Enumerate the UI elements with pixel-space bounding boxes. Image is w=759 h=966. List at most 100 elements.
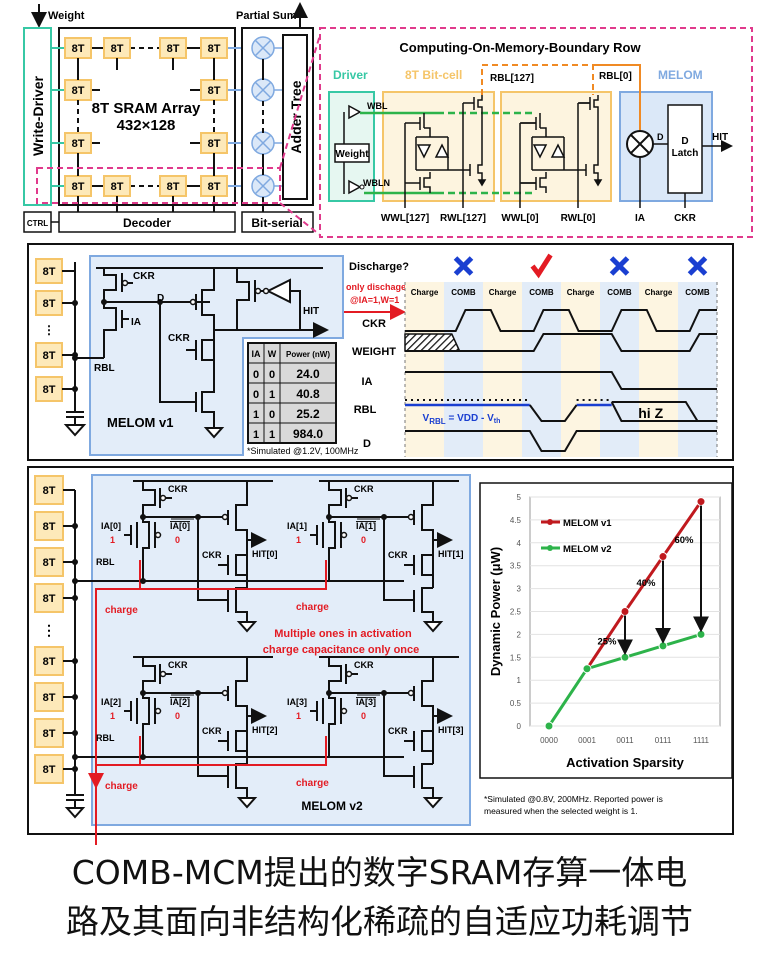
- table-cell: 40.8: [296, 387, 320, 401]
- y-tick-label: 0: [517, 722, 522, 731]
- cross-icon: [687, 256, 708, 276]
- comb-row-title: Computing-On-Memory-Boundary Row: [399, 40, 641, 55]
- rbl0-label: RBL[0]: [599, 71, 632, 82]
- bitcell-0-transistors: [521, 95, 603, 193]
- ia-value: 1: [296, 711, 301, 721]
- 8t-cell-label: 8T: [208, 85, 221, 97]
- melom-v1-label: MELOM v1: [107, 415, 173, 430]
- rwl127-label: RWL[127]: [440, 213, 486, 224]
- cross-icon: [609, 256, 630, 276]
- decoder-label: Decoder: [123, 216, 171, 230]
- v1-ia-label: IA: [131, 317, 141, 328]
- y-tick-label: 3: [517, 585, 522, 594]
- table-cell: 0: [253, 369, 259, 381]
- phase-label: Charge: [411, 288, 439, 297]
- ia-bar-label: IA[1]: [356, 521, 376, 531]
- figure-caption: COMB-MCM提出的数字SRAM存算一体电 路及其面向非结构化稀疏的自适应功耗…: [0, 848, 759, 946]
- 8t-cell: [34, 754, 64, 784]
- phase-band: [561, 282, 600, 457]
- 8t-cell-label: 8T: [43, 764, 56, 776]
- phase-band: [522, 282, 561, 457]
- junction-dot: [72, 355, 78, 361]
- ckr-label: CKR: [202, 726, 222, 736]
- hit-label: HIT: [712, 132, 728, 143]
- v1-sim-note: *Simulated @1.2V, 100MHz: [247, 446, 359, 456]
- 8t-cell-label: 8T: [208, 181, 221, 193]
- y-tick-label: 5: [517, 493, 522, 502]
- data-point: [582, 664, 592, 674]
- 8t-cell-label: 8T: [111, 181, 124, 193]
- phase-label: COMB: [529, 288, 554, 297]
- y-tick-label: 3.5: [510, 562, 522, 571]
- ian-value: 0: [175, 711, 180, 721]
- x-tick-label: 0111: [655, 736, 672, 745]
- ground-icon: [236, 797, 258, 809]
- 8t-cell-label: 8T: [43, 521, 56, 533]
- y-tick-label: 2.5: [510, 608, 522, 617]
- reduction-label: 40%: [636, 578, 656, 589]
- charge-label: charge: [105, 781, 138, 792]
- y-tick-label: 4.5: [510, 516, 522, 525]
- table-cell: 1: [253, 429, 259, 441]
- selected-row-highlight: [36, 167, 281, 204]
- table-header: W: [268, 349, 277, 359]
- weight-hatch: [404, 333, 461, 352]
- discharge-question: Discharge?: [349, 261, 409, 273]
- partial-sum-label: Partial Sum: [236, 10, 297, 22]
- 8t-cell: [34, 682, 64, 712]
- array-size: 432×128: [117, 117, 176, 134]
- charge-label: charge: [105, 605, 138, 616]
- signal-label: IA: [362, 376, 373, 388]
- ground-icon: [422, 797, 444, 809]
- rbl-waveform: [528, 404, 578, 422]
- ckr-waveform: [405, 309, 717, 332]
- 8t-cell-label: 8T: [72, 138, 85, 150]
- signal-label: D: [363, 438, 371, 450]
- 8t-cell-label: 8T: [208, 138, 221, 150]
- 8t-cell-label: 8T: [72, 43, 85, 55]
- x-tick-label: 0000: [540, 736, 558, 745]
- legend-label: MELOM v2: [563, 544, 612, 555]
- charge-label: charge: [296, 602, 329, 613]
- check-icon: [530, 253, 553, 279]
- signal-label: RBL: [354, 404, 377, 416]
- ground-icon: [422, 621, 444, 633]
- junction-dot: [72, 754, 78, 760]
- cross-icon: [453, 256, 474, 276]
- v1-d-label: D: [157, 293, 164, 304]
- 8t-cell-label: 8T: [43, 384, 56, 396]
- ia-value: 1: [296, 535, 301, 545]
- 8t-cell: [35, 258, 63, 284]
- y-tick-label: 4: [517, 539, 522, 548]
- data-point: [658, 552, 668, 562]
- table-cell: 0: [269, 409, 275, 421]
- wbl-label: WBL: [367, 101, 388, 111]
- hit-label: HIT[0]: [252, 549, 278, 559]
- data-point: [620, 607, 630, 616]
- ia-bar-label: IA[2]: [170, 697, 190, 707]
- melom-heading: MELOM: [658, 68, 703, 82]
- 8t-cell-label: 8T: [43, 350, 56, 362]
- table-header: Power (nW): [286, 350, 330, 359]
- d-latch-label-1: D: [681, 136, 688, 147]
- signal-label: WEIGHT: [352, 346, 396, 358]
- 8t-cell-label: 8T: [43, 485, 56, 497]
- write-driver-block: [23, 27, 52, 206]
- 8t-cell-label: 8T: [72, 85, 85, 97]
- ia-label: IA[2]: [101, 697, 121, 707]
- bit-serial-block: [241, 211, 314, 233]
- phase-label: Charge: [489, 288, 517, 297]
- 8t-cell-label: 8T: [43, 692, 56, 704]
- y-tick-label: 1.5: [510, 653, 522, 662]
- y-tick-label: 1: [517, 676, 522, 685]
- melom-v2-circuit: CKRIA[0]1IA[0]0HIT[0]CKRchargeRBLCKRIA[1…: [88, 480, 464, 845]
- phase-label: Charge: [567, 288, 595, 297]
- array-title: 8T SRAM Array: [92, 100, 201, 117]
- caption-line-1: COMB-MCM提出的数字SRAM存算一体电: [71, 853, 688, 892]
